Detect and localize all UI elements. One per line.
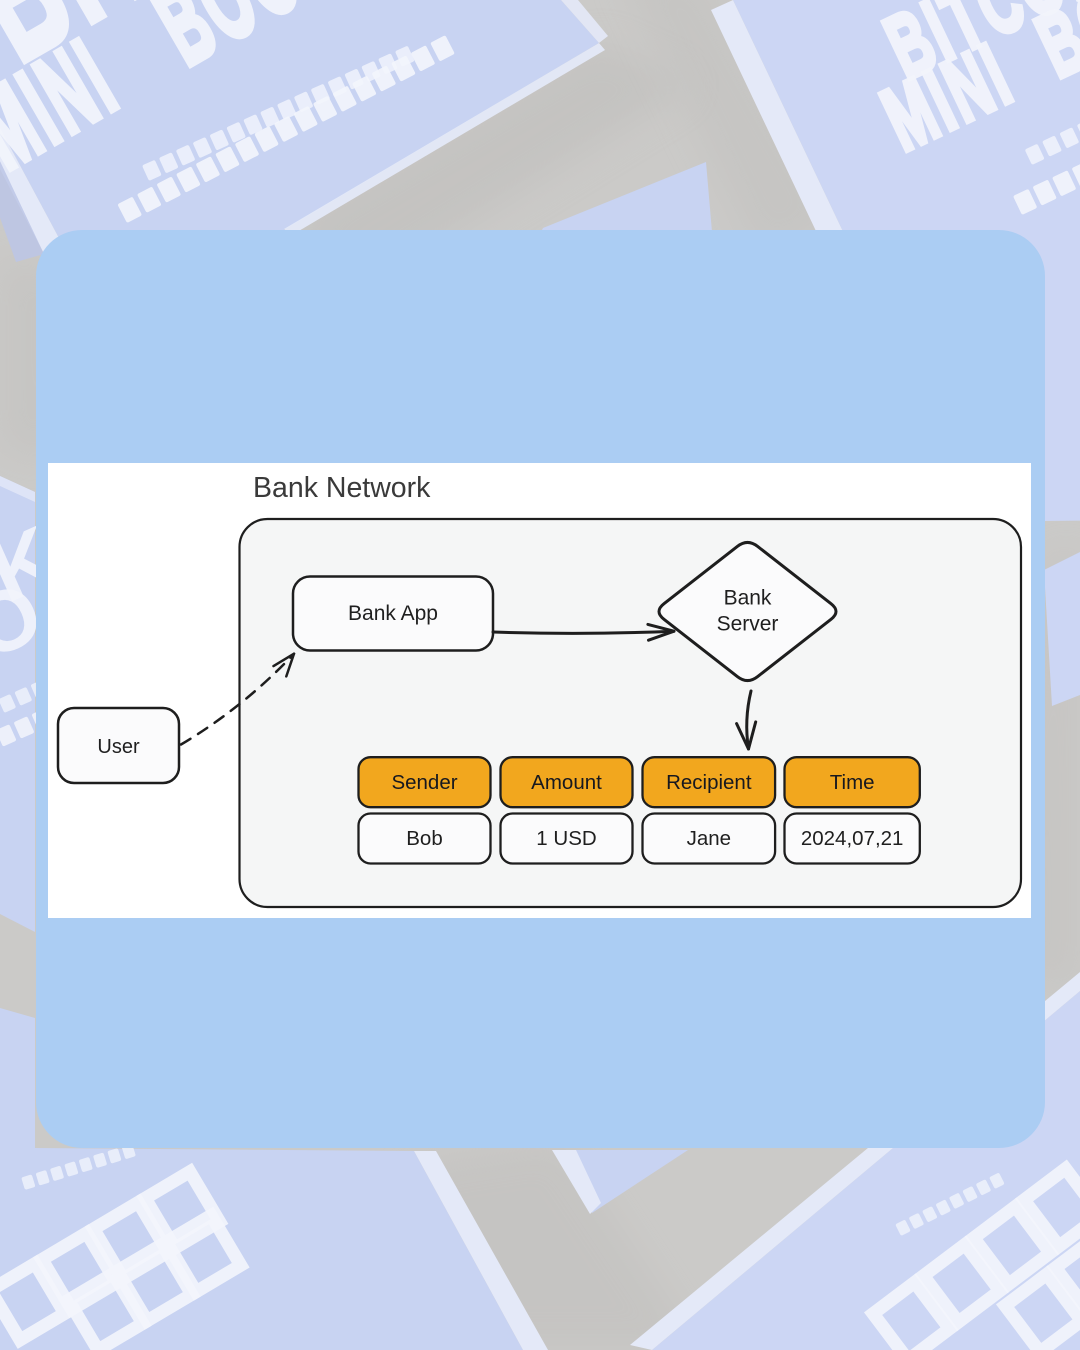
svg-text:Amount: Amount (531, 771, 602, 794)
svg-text:Bank: Bank (724, 587, 772, 610)
svg-text:User: User (97, 736, 140, 758)
svg-text:1 USD: 1 USD (536, 827, 596, 850)
svg-text:Jane: Jane (687, 827, 731, 850)
svg-text:Time: Time (830, 771, 875, 794)
svg-text:Bob: Bob (406, 827, 442, 850)
svg-text:Bank App: Bank App (348, 602, 438, 625)
svg-text:Bank Network: Bank Network (253, 472, 431, 504)
svg-text:2024,07,21: 2024,07,21 (801, 827, 904, 850)
svg-text:Sender: Sender (391, 771, 457, 794)
svg-text:Recipient: Recipient (666, 771, 752, 794)
svg-text:Server: Server (717, 613, 779, 636)
